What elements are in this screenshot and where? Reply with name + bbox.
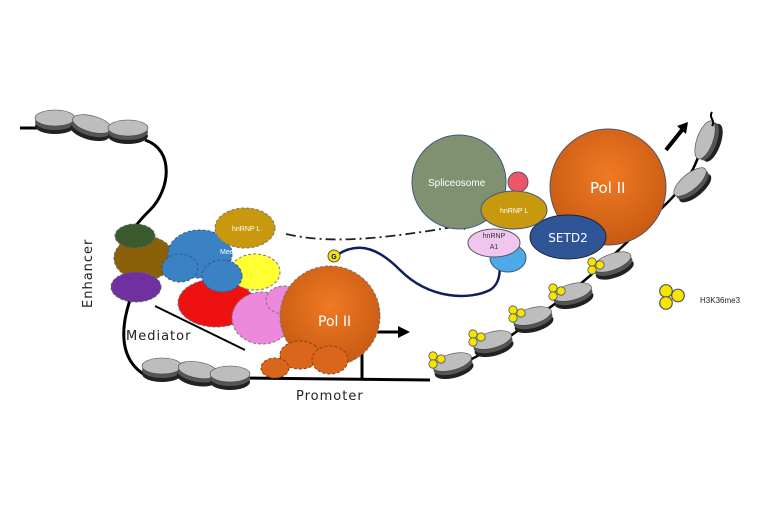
nucleosomes-promoter: [141, 357, 251, 391]
cap-label: G: [331, 254, 337, 261]
hnrnpl-right-label: hnRNP L: [500, 208, 528, 215]
spliceosome-label: Spliceosome: [428, 178, 486, 189]
hnrnpa1-label-line2: A1: [490, 244, 499, 251]
small-factor-red: [507, 171, 529, 193]
mediator-label: Mediator: [126, 329, 191, 344]
setd2-label: SETD2: [548, 231, 587, 245]
direction-arrow: [664, 122, 688, 152]
pol2-initiation: [260, 265, 381, 379]
enhancer-label: Enhancer: [81, 239, 96, 308]
hnrnpl-right-shape: [480, 190, 548, 230]
mediator-bracket: [154, 305, 246, 351]
hnrnpl-left-shape: [214, 207, 276, 249]
dna-end: [709, 111, 715, 127]
hnrnpa1-label-line1: hnRNP: [483, 233, 506, 240]
setd2-shape: [529, 214, 607, 260]
promoter-label: Promoter: [296, 389, 364, 404]
nascent-rna: [336, 246, 502, 298]
pol2-left-label: Pol II: [318, 314, 351, 330]
hnrnpl-left-label: hnRNP L: [232, 226, 260, 233]
legend-methyl-icon: [659, 284, 685, 310]
med23-label: Med23: [220, 249, 242, 256]
legend: H3K36me3: [659, 284, 741, 310]
nucleosomes-upstream: [34, 109, 149, 145]
pol2-right-label: Pol II: [590, 179, 625, 197]
enhancer-complex: [110, 223, 175, 303]
legend-label: H3K36me3: [700, 296, 741, 305]
cap-g: [327, 249, 341, 263]
h3k36me3-marks: [428, 257, 605, 369]
hnrnpa1-shape: [467, 228, 521, 258]
